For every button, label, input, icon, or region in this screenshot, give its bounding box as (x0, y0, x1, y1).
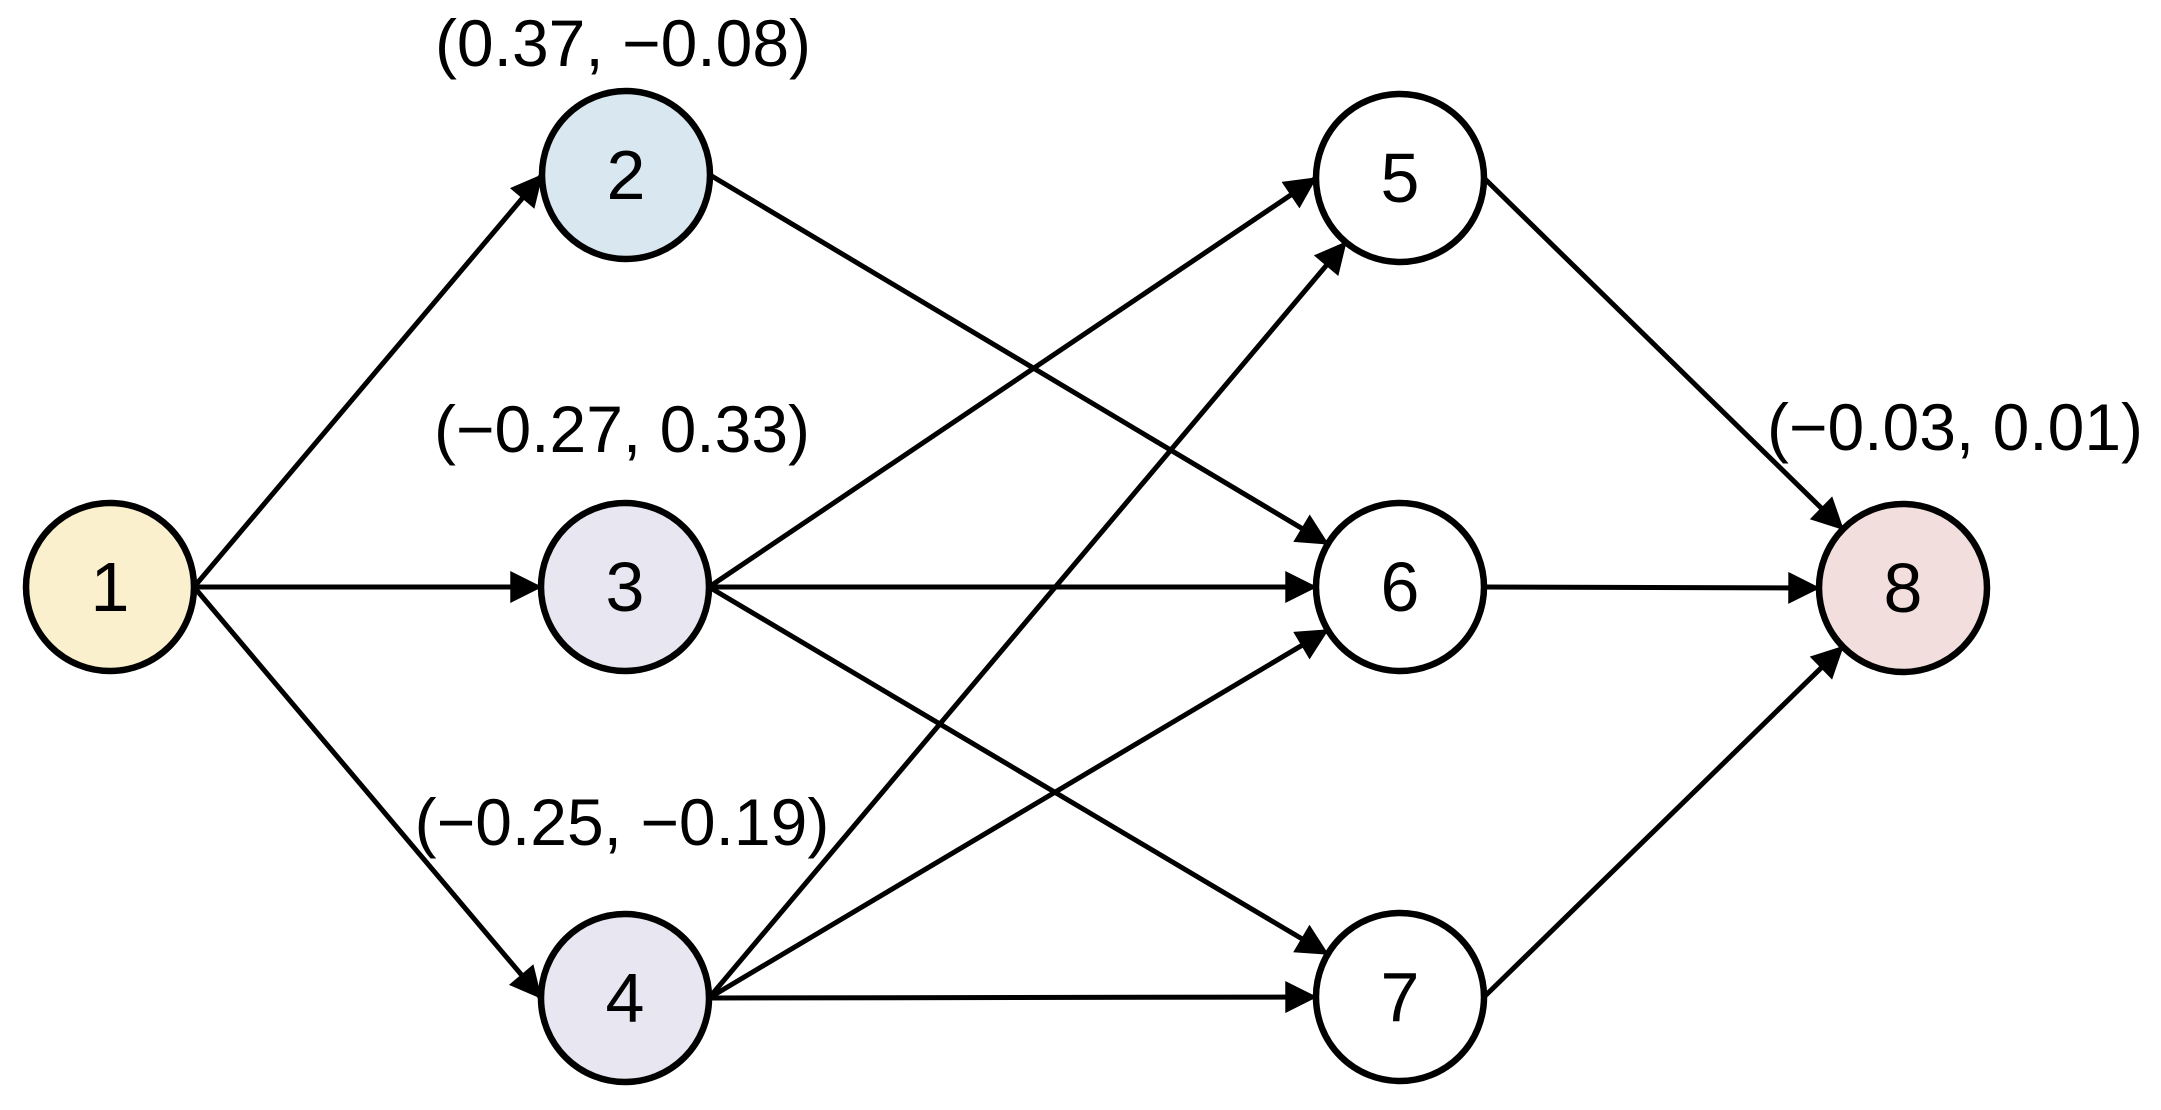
edge-2-6 (708, 172, 1330, 547)
edge-4-7 (708, 981, 1318, 1014)
node-1-circle (22, 499, 198, 675)
node-2-circle (538, 87, 714, 263)
annotation-node-2: (0.37, −0.08) (435, 6, 811, 80)
node-5-label: 5 (1381, 139, 1420, 217)
node-8-circle (1815, 500, 1991, 676)
annotation-node-8: (−0.03, 0.01) (1767, 390, 2143, 464)
node-8: 8 (1815, 500, 1991, 676)
edge-4-5 (707, 240, 1348, 1000)
node-1: 1 (22, 499, 198, 675)
node-6-label: 6 (1381, 548, 1420, 626)
node-8-label: 8 (1884, 549, 1923, 627)
annotation-node-4: (−0.25, −0.19) (415, 785, 830, 859)
node-7: 7 (1312, 909, 1488, 1085)
node-4: 4 (537, 910, 713, 1086)
edge-6-8 (1483, 571, 1821, 604)
edge-1-2 (192, 173, 544, 589)
edge-1-4 (192, 585, 543, 1000)
node-2-label: 2 (607, 136, 646, 214)
node-4-label: 4 (606, 959, 645, 1037)
node-3-label: 3 (606, 548, 645, 626)
nodes-layer: 1 2 3 4 5 6 7 8 (22, 87, 1991, 1086)
edge-3-5 (707, 175, 1318, 590)
annotation-node-3: (−0.27, 0.33) (434, 392, 810, 466)
node-7-label: 7 (1381, 958, 1420, 1036)
node-6: 6 (1312, 499, 1488, 675)
edge-7-8 (1482, 644, 1845, 999)
node-3: 3 (537, 499, 713, 675)
node-2: 2 (538, 87, 714, 263)
node-5-circle (1312, 90, 1488, 266)
edges-layer (192, 172, 1845, 1014)
node-1-label: 1 (91, 548, 130, 626)
node-7-circle (1312, 909, 1488, 1085)
node-3-circle (537, 499, 713, 675)
edge-3-7 (707, 584, 1330, 957)
node-6-circle (1312, 499, 1488, 675)
edge-4-6 (707, 627, 1330, 1001)
node-5: 5 (1312, 90, 1488, 266)
node-4-circle (537, 910, 713, 1086)
annotations-layer: (0.37, −0.08) (−0.27, 0.33) (−0.25, −0.19)… (415, 6, 2143, 859)
edge-5-8 (1482, 176, 1845, 532)
